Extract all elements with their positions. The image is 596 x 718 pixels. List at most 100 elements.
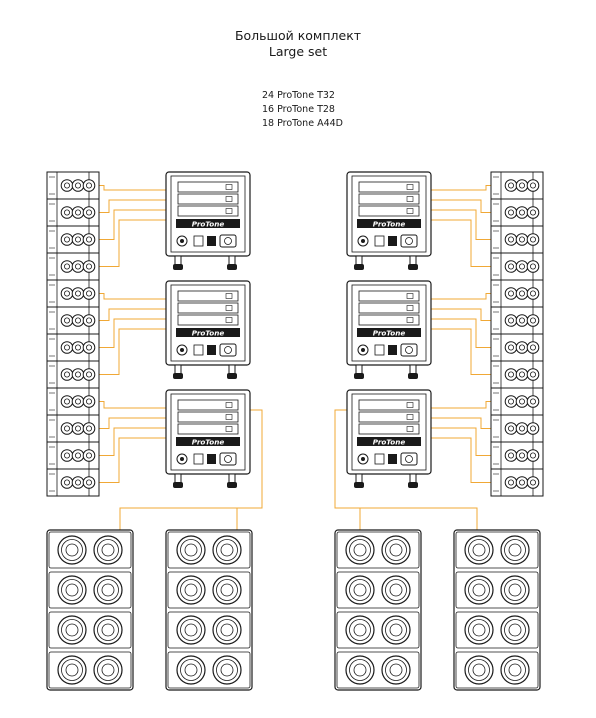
connector-icon: [515, 260, 529, 273]
amplifier-rack: ProTone: [165, 280, 251, 379]
connector-core: [530, 371, 537, 378]
speaker-driver-icon: [57, 535, 87, 565]
connector-core: [530, 479, 537, 486]
amplifier-rack: ProTone: [346, 171, 432, 270]
line-array-cabinet: [490, 198, 544, 227]
cable-right-6: [431, 318, 491, 348]
speaker-driver-icon: [500, 575, 530, 605]
power-pin: [361, 457, 365, 461]
connector-core: [519, 263, 526, 270]
amp-display: [406, 402, 414, 408]
driver-surround: [216, 659, 238, 681]
connector-icon: [60, 368, 74, 381]
connector-icon: [82, 287, 96, 300]
rack-inner: [170, 175, 246, 253]
driver-cone: [472, 543, 486, 557]
connector-core: [507, 317, 514, 324]
panel-socket: [219, 343, 237, 357]
driver-surround: [504, 659, 526, 681]
connector-core: [64, 479, 71, 486]
driver-cone: [220, 583, 234, 597]
driver-surround: [97, 659, 119, 681]
amp-display: [225, 305, 233, 311]
line-array-cabinet: [46, 279, 100, 308]
speaker-driver-icon: [212, 535, 242, 565]
amplifier-rack: ProTone: [346, 280, 432, 379]
driver-cone: [101, 623, 115, 637]
stack-frame: [453, 529, 541, 691]
driver-surround: [504, 579, 526, 601]
amp-unit: [358, 411, 420, 423]
cable-right-5: [431, 308, 491, 321]
amp-unit: [177, 423, 239, 435]
caster-wheel: [354, 482, 364, 488]
cable-right-0: [431, 185, 491, 191]
panel-socket: [400, 452, 418, 466]
driver-surround: [97, 619, 119, 641]
driver-cone: [472, 663, 486, 677]
amp-display: [406, 426, 414, 432]
connector-core: [75, 479, 82, 486]
power-pin: [180, 457, 184, 461]
connector-icon: [526, 449, 540, 462]
connector-core: [64, 425, 71, 432]
connector-core: [530, 236, 537, 243]
amplifier-rack: ProTone: [165, 171, 251, 270]
driver-cone: [184, 543, 198, 557]
caster-wheel: [173, 373, 183, 379]
brand-bar: [176, 328, 240, 337]
connector-icon: [71, 422, 85, 435]
connector-icon: [504, 368, 518, 381]
socket-ring: [224, 346, 232, 354]
connector-icon: [60, 179, 74, 192]
line-array-cabinet: [46, 468, 100, 497]
speaker-driver-icon: [381, 575, 411, 605]
amplifier-rack: ProTone: [165, 389, 251, 488]
line-array-cabinet: [490, 279, 544, 308]
driver-cone: [353, 583, 367, 597]
connector-icon: [60, 314, 74, 327]
amp-unit: [358, 193, 420, 205]
speaker-driver-icon: [93, 535, 123, 565]
driver-surround: [216, 579, 238, 601]
socket-ring: [224, 455, 232, 463]
connector-icon: [515, 449, 529, 462]
connector-core: [530, 425, 537, 432]
connector-icon: [526, 368, 540, 381]
connector-core: [75, 398, 82, 405]
line-array-cabinet: [46, 225, 100, 254]
connector-core: [86, 317, 93, 324]
brand-label: ProTone: [192, 329, 225, 338]
connector-core: [519, 182, 526, 189]
connector-icon: [504, 287, 518, 300]
connector-icon: [504, 422, 518, 435]
driver-cone: [101, 543, 115, 557]
connector-icon: [71, 260, 85, 273]
driver-surround: [61, 539, 83, 561]
amp-unit: [177, 302, 239, 314]
amp-unit: [358, 423, 420, 435]
connector-icon: [504, 206, 518, 219]
connector-icon: [526, 422, 540, 435]
subwoofer-cabinet: [167, 611, 251, 649]
connector-icon: [82, 476, 96, 489]
subwoofer-cabinet: [336, 571, 420, 609]
speaker-driver-icon: [57, 575, 87, 605]
connector-core: [64, 398, 71, 405]
amp-display: [406, 414, 414, 420]
connector-icon: [71, 314, 85, 327]
panel-indicator: [388, 236, 397, 246]
caster-wheel: [227, 373, 237, 379]
connector-core: [86, 209, 93, 216]
connector-icon: [71, 287, 85, 300]
amp-unit: [177, 399, 239, 411]
connector-icon: [504, 179, 518, 192]
rack-inner: [351, 175, 427, 253]
brand-label: ProTone: [192, 438, 225, 447]
driver-cone: [508, 583, 522, 597]
amp-unit: [177, 290, 239, 302]
subwoofer-cabinet: [48, 531, 132, 569]
connector-core: [64, 182, 71, 189]
line-array-cabinet: [490, 252, 544, 281]
speaker-driver-icon: [500, 655, 530, 685]
